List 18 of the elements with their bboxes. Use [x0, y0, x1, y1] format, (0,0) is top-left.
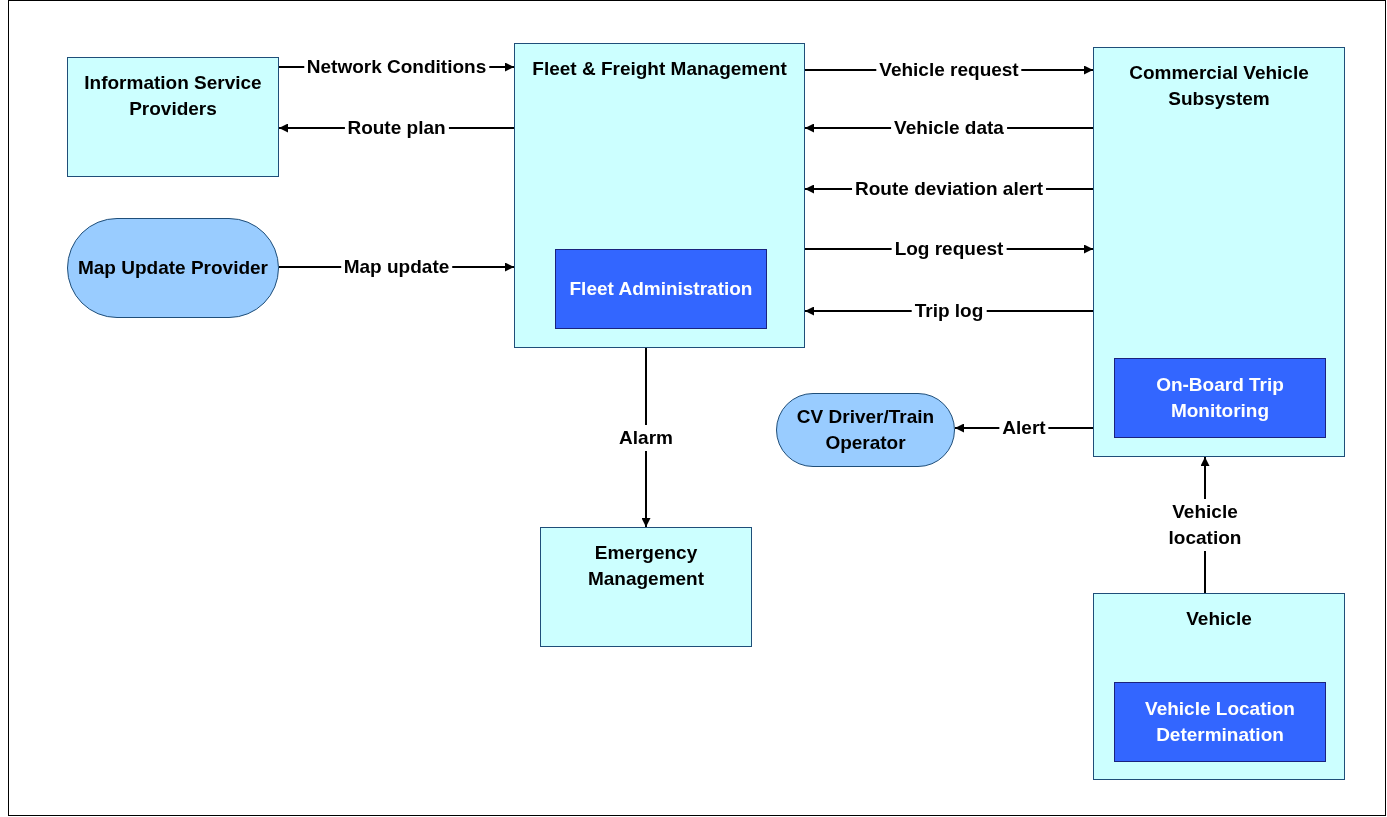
node-label: Commercial Vehicle Subsystem — [1128, 61, 1310, 111]
node-label: Information Service Providers — [83, 71, 263, 121]
node-label: Fleet Administration — [568, 277, 754, 301]
system-box — [514, 43, 805, 348]
node-label: Map Update Provider — [76, 256, 269, 280]
node-label: Emergency Management — [586, 541, 706, 591]
function-box — [555, 249, 767, 329]
node-label: Vehicle — [1185, 607, 1253, 631]
node-label: Vehicle Location Determination — [1144, 697, 1296, 747]
function-box — [1114, 358, 1326, 438]
node-label: CV Driver/Train Operator — [795, 405, 936, 455]
node-label: Fleet & Freight Management — [531, 57, 788, 81]
system-box — [1093, 47, 1345, 457]
system-box — [1093, 593, 1345, 780]
node-label: On-Board Trip Monitoring — [1155, 373, 1285, 423]
system-box — [67, 57, 279, 177]
function-box — [1114, 682, 1326, 762]
system-box — [540, 527, 752, 647]
